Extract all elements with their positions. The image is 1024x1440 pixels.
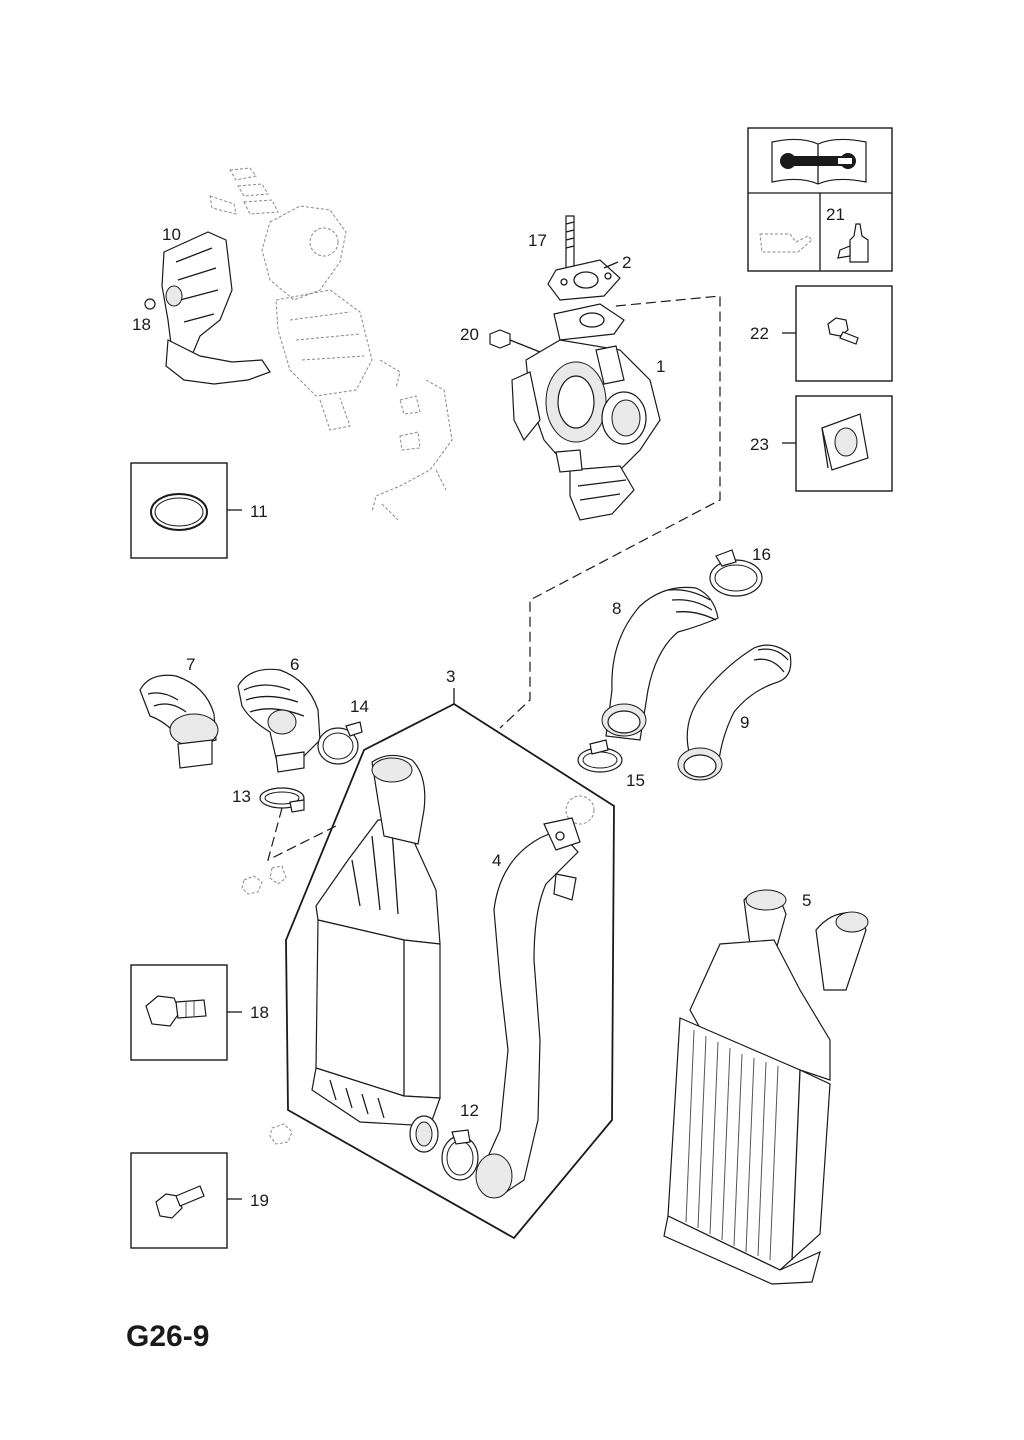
callout-11: 11 bbox=[250, 502, 268, 521]
reference-box: 21 bbox=[747, 127, 893, 272]
ghost-fasteners bbox=[241, 795, 595, 1145]
callout-18-bolt: 18 bbox=[250, 1003, 269, 1022]
repair-manual-icon bbox=[771, 138, 867, 185]
diagram-code: G26-9 bbox=[126, 1320, 209, 1353]
callout-13: 13 bbox=[232, 787, 251, 806]
part-box-18: 18 bbox=[130, 964, 269, 1061]
clamp-12 bbox=[441, 1129, 479, 1181]
callout-6: 6 bbox=[290, 655, 299, 674]
callout-1: 1 bbox=[656, 357, 665, 376]
callout-23: 23 bbox=[750, 435, 769, 454]
hose-6 bbox=[237, 668, 321, 773]
callout-5: 5 bbox=[802, 891, 811, 910]
callout-14: 14 bbox=[350, 697, 369, 716]
part-box-11: 11 bbox=[130, 462, 268, 559]
bolt-icon bbox=[145, 995, 207, 1027]
hose-9 bbox=[677, 644, 792, 781]
callout-15: 15 bbox=[626, 771, 645, 790]
intercooler-5 bbox=[663, 889, 869, 1285]
oil-can-icon bbox=[759, 233, 813, 253]
callout-17: 17 bbox=[528, 231, 547, 250]
clamp-14 bbox=[317, 721, 363, 765]
callout-20: 20 bbox=[460, 325, 479, 344]
callout-9: 9 bbox=[740, 713, 749, 732]
callout-2: 2 bbox=[622, 253, 631, 272]
exhaust-manifold-ghost bbox=[209, 167, 453, 521]
nut-20 bbox=[489, 329, 511, 349]
part-box-22: 22 bbox=[750, 285, 893, 382]
clamp-15 bbox=[577, 739, 623, 773]
clamp-16 bbox=[709, 549, 763, 597]
callout-3: 3 bbox=[446, 667, 455, 686]
clip-icon bbox=[821, 413, 869, 471]
gasket-2 bbox=[547, 259, 621, 301]
callout-12: 12 bbox=[460, 1101, 479, 1120]
callout-22: 22 bbox=[750, 324, 769, 343]
leader-turbo-to-pipe bbox=[499, 295, 721, 729]
heat-shield-10 bbox=[144, 231, 271, 385]
callout-16: 16 bbox=[752, 545, 771, 564]
callout-8: 8 bbox=[612, 599, 621, 618]
callout-7: 7 bbox=[186, 655, 195, 674]
o-ring-icon bbox=[150, 493, 208, 531]
leader-13 bbox=[267, 807, 337, 862]
part-box-19: 19 bbox=[130, 1152, 269, 1249]
callout-10: 10 bbox=[162, 225, 181, 244]
callout-18-nut: 18 bbox=[132, 315, 151, 334]
intercooler-in-assembly bbox=[311, 754, 441, 1153]
part-box-23: 23 bbox=[750, 395, 893, 492]
hose-7 bbox=[139, 674, 219, 769]
stud-17 bbox=[565, 215, 575, 271]
hose-8 bbox=[601, 586, 719, 741]
clamp-13 bbox=[259, 787, 305, 813]
bolt-icon bbox=[827, 317, 859, 345]
pipe-4 bbox=[475, 817, 581, 1199]
callout-21: 21 bbox=[826, 205, 845, 224]
sealant-tube-icon bbox=[837, 223, 869, 263]
turbocharger-1 bbox=[511, 303, 661, 521]
bolt-icon bbox=[155, 1185, 205, 1219]
callout-19: 19 bbox=[250, 1191, 269, 1210]
callout-4: 4 bbox=[492, 851, 501, 870]
assembly-3-outline bbox=[285, 688, 615, 1240]
